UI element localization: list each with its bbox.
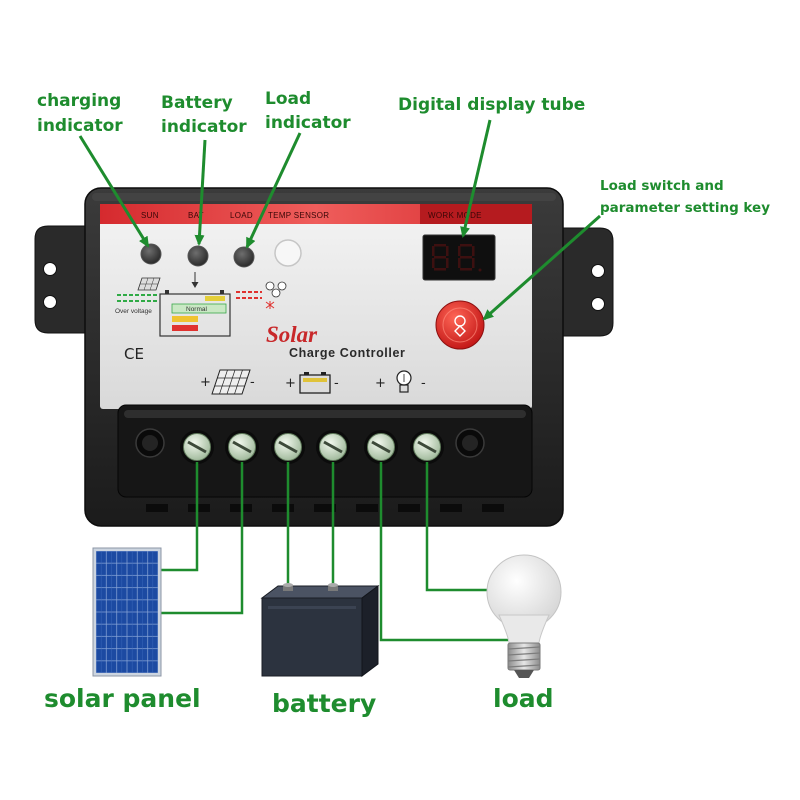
mounting-hole <box>43 262 57 276</box>
status-legend: Over voltage Normal <box>115 272 287 337</box>
bottom-vent-ribs <box>146 504 504 512</box>
callout-text: Digital display tube <box>398 95 585 115</box>
mounting-hole <box>591 297 605 311</box>
light-bulb <box>486 554 562 678</box>
digital-display <box>422 234 496 281</box>
callout-charging-indicator: charging indicator <box>37 91 123 136</box>
solar-panel-cells <box>96 551 158 673</box>
mini-battery-icon: Normal <box>159 290 231 337</box>
plus-sign: + <box>285 376 296 391</box>
load-switch-button <box>435 300 485 350</box>
callout-text: Battery <box>161 93 233 113</box>
solar-wire-negative <box>161 462 244 615</box>
charge-controller: SUN BAT LOAD TEMP SENSOR WORK MODE <box>34 187 614 527</box>
plus-sign: + <box>200 375 211 390</box>
callout-load-switch-key: Load switch and parameter setting key <box>600 178 770 216</box>
load-label: load <box>493 684 554 713</box>
terminal-screw-3 <box>271 430 305 464</box>
mini-solar-icon <box>137 277 161 291</box>
callout-text: parameter setting key <box>600 200 770 216</box>
product-subtitle: Charge Controller <box>289 346 405 360</box>
over-voltage-label: Over voltage <box>115 308 152 315</box>
solar-panel-small-icon <box>211 369 251 395</box>
battery-indicator-arrow <box>194 139 207 246</box>
callout-text: Load <box>265 89 311 109</box>
callout-arrows <box>78 119 601 321</box>
load-switch-arrow <box>482 214 601 321</box>
label-temp-sensor: TEMP SENSOR <box>268 211 329 220</box>
normal-label: Normal <box>186 306 208 313</box>
temp-sensor <box>274 239 302 267</box>
terminal-screw-4 <box>316 430 350 464</box>
solar-panel <box>92 547 162 677</box>
brand-logo-text: Solar <box>266 322 318 347</box>
callout-load-indicator: Load indicator <box>265 89 351 133</box>
bat-led-indicator <box>187 245 209 267</box>
terminal-screw-2 <box>225 430 259 464</box>
load-led-indicator <box>233 246 255 268</box>
load-indicator-arrow <box>245 132 302 249</box>
sun-led-indicator <box>140 243 162 265</box>
minus-sign: - <box>334 376 339 391</box>
callout-text: Load switch and <box>600 178 724 194</box>
callout-digital-display: Digital display tube <box>398 95 585 115</box>
callout-text: indicator <box>37 116 123 136</box>
label-load: LOAD <box>230 211 253 220</box>
digital-display-arrow <box>460 119 492 238</box>
wiring <box>161 462 508 642</box>
label-bat: BAT <box>188 211 204 220</box>
minus-sign: - <box>421 376 426 391</box>
plus-sign: + <box>375 376 386 391</box>
terminal-screw-6 <box>410 430 444 464</box>
mounting-hole <box>591 264 605 278</box>
label-work-mode: WORK MODE <box>428 211 482 220</box>
battery-side <box>361 585 379 677</box>
callout-battery-indicator: Battery indicator <box>161 93 247 137</box>
battery-illustration <box>260 583 380 677</box>
work-mode-strip <box>420 204 532 224</box>
mini-bulb-icon <box>265 281 287 298</box>
callout-text: charging <box>37 91 121 111</box>
solar-wire-positive <box>161 462 199 572</box>
bulb-small-icon <box>396 370 412 393</box>
battery-front <box>261 597 363 677</box>
battery-terminal <box>283 583 293 591</box>
label-sun: SUN <box>141 211 159 220</box>
battery-terminal <box>328 583 338 591</box>
housing-bevel <box>92 193 556 201</box>
key-symbol-icon <box>454 315 466 337</box>
asterisk-icon <box>265 301 275 309</box>
battery-small-icon <box>299 372 331 394</box>
end-screw <box>135 428 165 458</box>
terminal-screw-5 <box>364 430 398 464</box>
bulb-tip <box>514 670 534 678</box>
terminal-block-ridge <box>124 410 526 418</box>
callout-text: indicator <box>161 117 247 137</box>
end-screw <box>455 428 485 458</box>
callout-text: indicator <box>265 113 351 133</box>
solar-panel-label: solar panel <box>44 684 201 713</box>
minus-sign: - <box>250 375 255 390</box>
connection-icons: + - + - + <box>200 369 426 395</box>
load-wire-negative <box>425 462 488 592</box>
terminal-screw-1 <box>180 430 214 464</box>
load-wire-positive <box>379 462 508 642</box>
charging-indicator-arrow <box>78 135 150 248</box>
ce-mark: CE <box>124 345 144 363</box>
battery-label: battery <box>272 689 376 718</box>
mounting-hole <box>43 295 57 309</box>
down-arrow-icon <box>191 272 199 288</box>
battery-top <box>260 585 380 599</box>
